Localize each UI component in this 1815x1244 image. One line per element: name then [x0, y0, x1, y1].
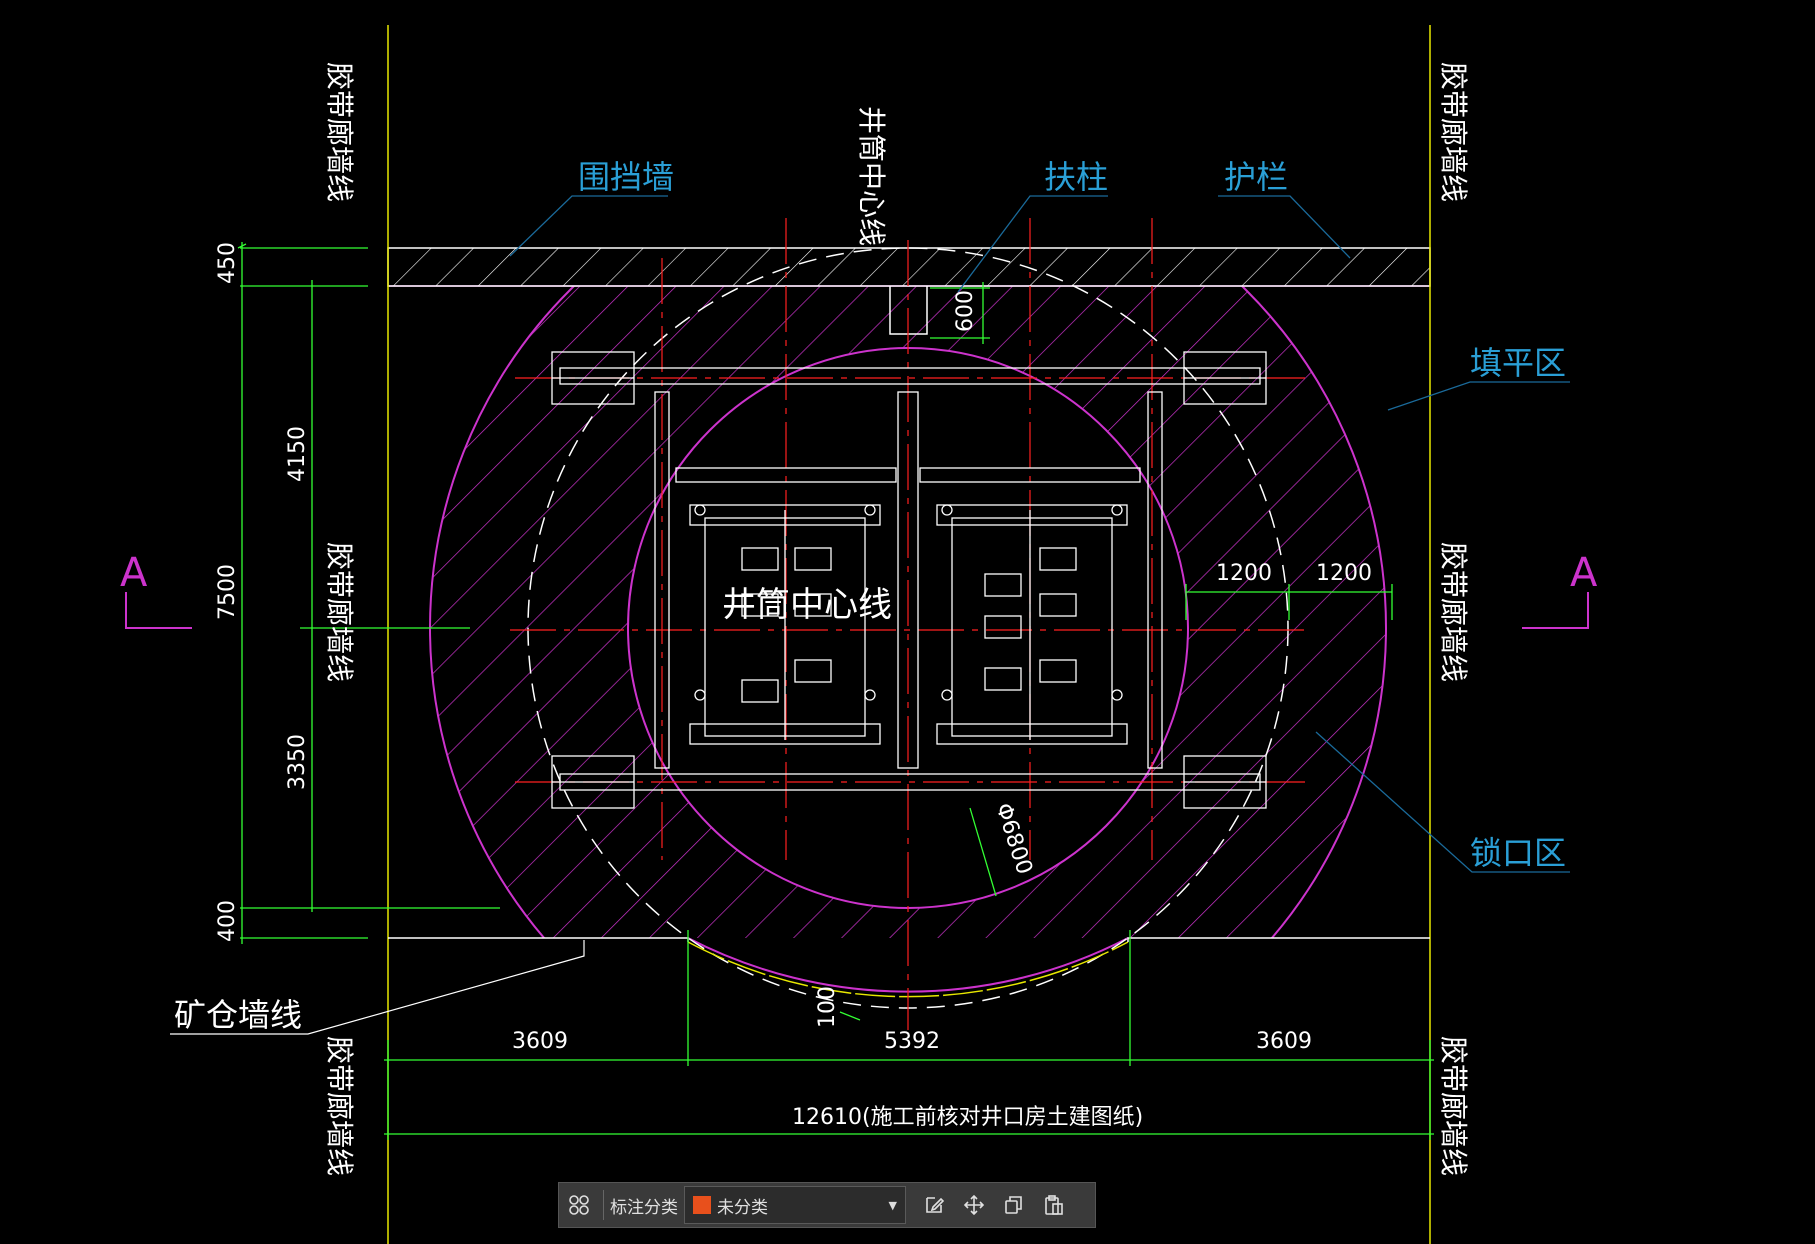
dimension-lines [237, 242, 1434, 1140]
dim-1200-left: 1200 [1216, 561, 1272, 586]
category-select[interactable]: 未分类 ▼ [684, 1186, 906, 1224]
bunker-wall-label: 矿仓墙线 [174, 996, 302, 1034]
corridor-label-bl: 胶带廊墙线 [323, 1036, 356, 1176]
dim-450: 450 [215, 242, 240, 284]
dim-4150: 4150 [285, 426, 310, 482]
dim-3609-left: 3609 [512, 1029, 568, 1054]
lock-zone-label: 锁口区 [1470, 834, 1566, 872]
dim-3609-right: 3609 [1256, 1029, 1312, 1054]
edit-icon[interactable] [914, 1185, 954, 1225]
category-selected-value: 未分类 [717, 1197, 768, 1218]
grid-icon[interactable] [559, 1185, 599, 1225]
dim-3350: 3350 [285, 734, 310, 790]
section-mark-left: A [120, 550, 148, 596]
category-label: 标注分类 [610, 1197, 678, 1218]
category-color-swatch [693, 1196, 711, 1214]
lock-zone-hatch [388, 285, 1430, 993]
move-icon[interactable] [954, 1185, 994, 1225]
shaft-center-label-vertical: 井筒中心线 [855, 106, 888, 246]
dim-1200-right: 1200 [1316, 561, 1372, 586]
annotation-toolbar: 标注分类 未分类 ▼ [558, 1182, 1096, 1228]
dim-100: 100 [815, 986, 840, 1028]
support-column-label: 扶柱 [1044, 158, 1108, 196]
corridor-label-tl: 胶带廊墙线 [323, 62, 356, 202]
shaft-equipment [551, 351, 1267, 809]
dim-600: 600 [953, 290, 978, 332]
center-lines [510, 218, 1310, 1030]
enclosure-wall-label: 围挡墙 [578, 158, 674, 196]
corridor-label-br: 胶带廊墙线 [1437, 1036, 1470, 1176]
fill-zone-label: 填平区 [1470, 344, 1566, 382]
copy-icon[interactable] [994, 1185, 1034, 1225]
bunker-leader [170, 940, 585, 1035]
label-leaders [509, 195, 1570, 873]
section-mark-right: A [1570, 550, 1598, 596]
dim-7500: 7500 [215, 564, 240, 620]
toolbar-divider [603, 1190, 604, 1220]
corridor-label-ml: 胶带廊墙线 [323, 542, 356, 682]
enclosure-wall-strip [387, 247, 1431, 287]
corridor-label-tr: 胶带廊墙线 [1437, 62, 1470, 202]
paste-icon[interactable] [1034, 1185, 1074, 1225]
dim-total: 12610(施工前核对井口房土建图纸) [792, 1105, 1143, 1130]
shaft-center-label: 井筒中心线 [722, 585, 892, 625]
section-marks [125, 592, 1589, 629]
chevron-down-icon: ▼ [888, 1198, 897, 1212]
corridor-label-mr: 胶带廊墙线 [1437, 542, 1470, 682]
dim-5392: 5392 [884, 1029, 940, 1054]
bunker-wall-lines [388, 937, 1430, 942]
guardrail-label: 护栏 [1224, 158, 1288, 196]
dim-400: 400 [215, 900, 240, 942]
